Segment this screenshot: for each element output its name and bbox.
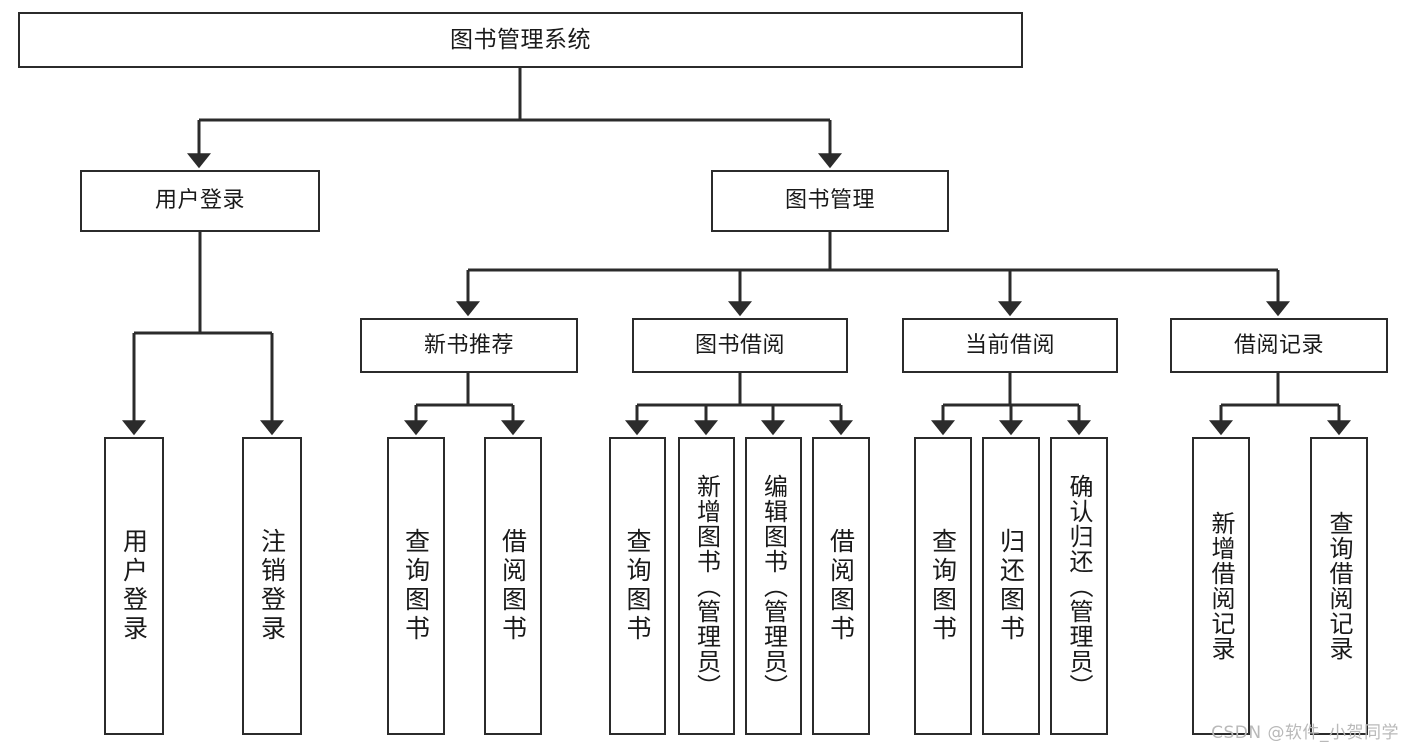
leaf-logout[interactable]: 注销登录 [242, 437, 302, 735]
node-label: 归还图书 [996, 528, 1026, 644]
node-label: 当前借阅 [964, 332, 1055, 358]
leaf-user-login[interactable]: 用户登录 [104, 437, 164, 735]
node-label: 查询借阅记录 [1325, 511, 1353, 661]
node-label: 借阅记录 [1233, 332, 1324, 358]
node-label: 图书管理 [784, 188, 875, 214]
node-label: 查询图书 [401, 528, 431, 644]
leaf-query-book-borrow[interactable]: 查询图书 [609, 437, 666, 735]
leaf-query-borrow-record[interactable]: 查询借阅记录 [1310, 437, 1368, 735]
node-borrow-record[interactable]: 借阅记录 [1170, 318, 1388, 373]
node-label: 借阅图书 [826, 528, 856, 644]
node-label: 注销登录 [257, 528, 287, 644]
node-label: 编辑图书（管理员） [759, 473, 788, 699]
node-user-login[interactable]: 用户登录 [80, 170, 320, 232]
node-label: 借阅图书 [498, 528, 528, 644]
node-label: 新增借阅记录 [1207, 511, 1235, 661]
node-label: 图书借阅 [694, 332, 785, 358]
leaf-borrow-book[interactable]: 借阅图书 [812, 437, 870, 735]
leaf-borrow-book-recommend[interactable]: 借阅图书 [484, 437, 542, 735]
node-label: 用户登录 [154, 188, 245, 214]
node-book-borrow[interactable]: 图书借阅 [632, 318, 848, 373]
node-label: 图书管理系统 [450, 26, 591, 53]
leaf-return-book[interactable]: 归还图书 [982, 437, 1040, 735]
node-label: 用户登录 [119, 528, 149, 644]
node-current-borrow[interactable]: 当前借阅 [902, 318, 1118, 373]
node-book-management[interactable]: 图书管理 [711, 170, 949, 232]
leaf-add-book-admin[interactable]: 新增图书（管理员） [678, 437, 735, 735]
node-root[interactable]: 图书管理系统 [18, 12, 1023, 68]
leaf-confirm-return-admin[interactable]: 确认归还（管理员） [1050, 437, 1108, 735]
node-label: 确认归还（管理员） [1065, 473, 1093, 699]
node-new-book-recommend[interactable]: 新书推荐 [360, 318, 578, 373]
node-label: 查询图书 [928, 528, 958, 644]
node-label: 新书推荐 [423, 332, 514, 358]
leaf-add-borrow-record[interactable]: 新增借阅记录 [1192, 437, 1250, 735]
node-label: 查询图书 [623, 528, 652, 644]
leaf-edit-book-admin[interactable]: 编辑图书（管理员） [745, 437, 802, 735]
node-label: 新增图书（管理员） [692, 473, 721, 699]
watermark: CSDN @软件_小贺同学 [1211, 723, 1399, 743]
leaf-query-book-current[interactable]: 查询图书 [914, 437, 972, 735]
leaf-query-book-recommend[interactable]: 查询图书 [387, 437, 445, 735]
